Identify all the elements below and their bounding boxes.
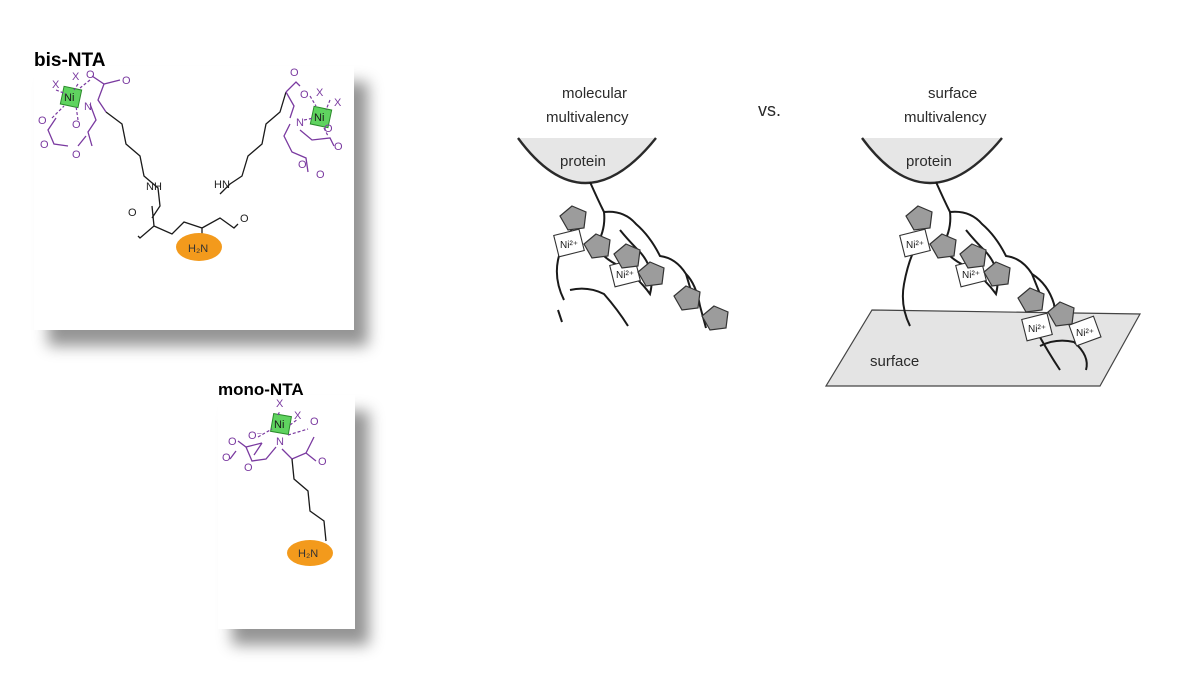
nickel-box-left	[59, 85, 83, 109]
ni-box-right-3	[1021, 312, 1053, 342]
pentagon-left-3	[613, 243, 641, 269]
nh-atom-left: NH	[146, 181, 162, 193]
o-minus-atom: O⁻	[248, 430, 263, 442]
ni-label-right-3: Ni²⁺	[1028, 324, 1046, 335]
o-atom-left-3: O	[38, 115, 47, 127]
n-atom: N	[276, 436, 284, 448]
hn-atom-right: HN	[214, 179, 230, 191]
pentagon-right-1	[905, 205, 933, 231]
pentagon-left-5	[673, 285, 701, 311]
x-ligand-right-2: X	[334, 97, 342, 109]
x-ligand-1: X	[276, 398, 284, 410]
amine-label: H₂N	[188, 243, 208, 255]
o-atom-right-6: O	[324, 123, 333, 135]
nta-bonds	[229, 410, 317, 462]
protein-left: protein	[517, 137, 657, 184]
protein-label-left: protein	[560, 153, 606, 170]
ni-atom: Ni	[274, 419, 284, 431]
mono-nta-panel: Ni X X O O⁻ O N O O O H₂N mono-NTA	[218, 380, 355, 629]
o-atom-2: O	[228, 436, 237, 448]
bis-nta-structure: Ni X X O O N O O O O NH O O HN H₂N Ni O …	[34, 50, 343, 261]
amine-highlight	[176, 233, 222, 261]
ni-label-right-4: Ni²⁺	[1076, 328, 1094, 339]
o-atom-left-1: O	[86, 69, 95, 81]
pentagon-right-3	[959, 243, 987, 269]
n-atom-right: N	[296, 117, 304, 129]
multivalency-schematic: molecular multivalency vs. protein Ni²⁺ …	[517, 85, 1142, 387]
surface-title-line1: surface	[928, 85, 977, 102]
ni-atom-left: Ni	[64, 92, 74, 104]
protein-label-right: protein	[906, 153, 952, 170]
ni-label-right-2: Ni²⁺	[962, 270, 980, 281]
nta-bonds-right	[283, 81, 335, 173]
pentagon-right-2	[929, 233, 957, 259]
pentagon-right-5	[1017, 287, 1045, 313]
lysine-chain	[291, 458, 327, 542]
o-atom-right-4: O	[316, 169, 325, 181]
protein-right: protein	[861, 137, 1003, 184]
o-atom-right-3: O	[298, 159, 307, 171]
x-ligand-right-1: X	[316, 87, 324, 99]
o-atom-4: O	[244, 462, 253, 474]
o-atom-1: O	[310, 416, 319, 428]
o-atom-5: O	[318, 456, 327, 468]
surface-title-line2: multivalency	[904, 109, 987, 126]
ni-label-left-2: Ni²⁺	[616, 270, 634, 281]
surface-right: surface	[824, 309, 1142, 387]
ni-label-left-1: Ni²⁺	[560, 240, 578, 251]
ligand-chain-left: Ni²⁺ Ni²⁺	[553, 181, 729, 331]
ligand-chain-right: Ni²⁺ Ni²⁺ Ni²⁺ Ni²⁺	[899, 181, 1102, 371]
n-atom-left: N	[84, 101, 92, 113]
bis-nta-label: bis-NTA	[34, 50, 106, 71]
mono-nta-structure: Ni X X O O⁻ O N O O O H₂N mono-NTA	[218, 380, 333, 566]
ni-box-left-1	[553, 228, 585, 258]
lysine-chain-right	[219, 91, 287, 195]
ni-atom-right: Ni	[314, 112, 324, 124]
nickel-box	[269, 412, 293, 436]
o-atom-right-2: O	[300, 89, 309, 101]
o-atom-right-5: O	[334, 141, 343, 153]
pentagon-right-6	[1047, 301, 1075, 327]
o-atom-core-2: O	[240, 213, 249, 225]
molecular-title-line1: molecular	[562, 85, 627, 102]
o-atom-left-2: O	[122, 75, 131, 87]
molecular-title-line2: multivalency	[546, 109, 629, 126]
o-atom-left-5: O	[40, 139, 49, 151]
pentagon-left-6	[701, 305, 729, 331]
pentagon-left-2	[583, 233, 611, 259]
nta-bonds-left	[47, 75, 121, 147]
o-atom-right-1: O	[290, 67, 299, 79]
lysine-chain-left	[105, 111, 161, 219]
o-atom-core-1: O	[128, 207, 137, 219]
o-atom-left-6: O	[72, 149, 81, 161]
surface-label: surface	[870, 353, 919, 370]
ni-box-right-4	[1068, 315, 1102, 347]
vs-label: vs.	[758, 100, 781, 120]
amine-label: H₂N	[298, 548, 318, 560]
bis-nta-panel: Ni X X O O N O O O O NH O O HN H₂N Ni O …	[34, 50, 354, 330]
mono-nta-label: mono-NTA	[218, 380, 304, 399]
amine-highlight	[287, 540, 333, 566]
ni-box-right-1	[899, 228, 931, 258]
pentagon-left-1	[559, 205, 587, 231]
x-ligand-left-2: X	[72, 71, 80, 83]
o-atom-3: O	[222, 452, 231, 464]
pentagon-left-4	[637, 261, 665, 287]
o-atom-left-4: O	[72, 119, 81, 131]
x-ligand-left-1: X	[52, 79, 60, 91]
x-ligand-2: X	[294, 410, 302, 422]
pentagon-right-4	[983, 261, 1011, 287]
nickel-box-right	[309, 105, 333, 129]
ni-label-right-1: Ni²⁺	[906, 240, 924, 251]
